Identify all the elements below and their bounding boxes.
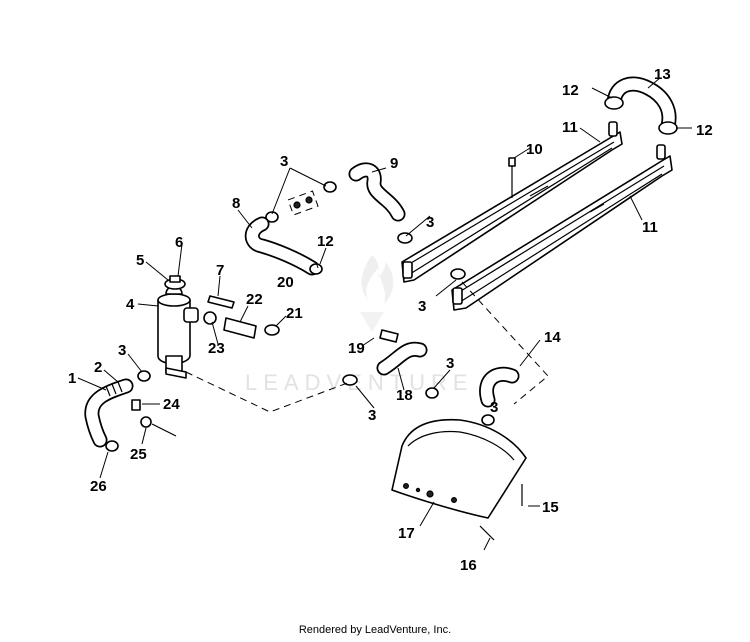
tube-7 [207, 295, 235, 309]
callout-9: 9 [390, 155, 398, 172]
callout-26: 26 [90, 478, 107, 495]
callout-19: 19 [348, 340, 365, 357]
muffler-17 [391, 418, 527, 519]
clamp-3-a [397, 232, 413, 244]
hose-8 [244, 216, 320, 276]
tube-22 [223, 317, 257, 339]
callout-3-e: 3 [446, 355, 454, 372]
callout-16: 16 [460, 557, 477, 574]
callout-21: 21 [286, 305, 303, 322]
footer-credit: Rendered by LeadVenture, Inc. [298, 624, 452, 636]
callout-4: 4 [126, 296, 135, 313]
leader-lines [77, 77, 692, 551]
hose-9 [348, 162, 406, 222]
callout-3-d: 3 [418, 298, 426, 315]
callout-10: 10 [526, 141, 543, 158]
callout-23: 23 [208, 340, 225, 357]
bolt-10 [508, 157, 516, 198]
callout-3-f: 3 [368, 407, 376, 424]
callout-15: 15 [542, 499, 559, 516]
callout-25: 25 [130, 446, 147, 463]
clamp-26 [105, 440, 119, 452]
callout-11-a: 11 [562, 119, 578, 136]
callout-13: 13 [654, 66, 671, 83]
connector-dashed [287, 190, 319, 216]
callout-18: 18 [396, 387, 413, 404]
frame-rail-left [401, 121, 623, 283]
clamp-3-f [342, 374, 358, 386]
air-filter-housing-4 [157, 285, 199, 373]
clamp-3-b [450, 268, 466, 280]
callout-12-b: 12 [696, 122, 713, 139]
frame-rail-right [451, 144, 673, 311]
callout-20: 20 [277, 274, 294, 291]
callout-12-a: 12 [562, 82, 579, 99]
hose-14 [479, 366, 520, 408]
callout-5: 5 [136, 252, 144, 269]
fitting-24 [131, 399, 141, 411]
callout-12-c: 12 [317, 233, 334, 250]
callout-3-c: 3 [426, 214, 434, 231]
callout-1: 1 [68, 370, 76, 387]
clamp-23 [203, 311, 217, 325]
clamp-21 [264, 324, 280, 336]
callout-14: 14 [544, 329, 561, 346]
callout-6: 6 [175, 234, 183, 251]
callout-3-g: 3 [490, 399, 498, 416]
hose-18 [376, 341, 428, 376]
washer-25 [140, 416, 152, 428]
clamp-3-d [265, 211, 279, 223]
outlet-pipe [165, 367, 187, 379]
callout-3-a: 3 [118, 342, 126, 359]
watermark-logo [360, 255, 394, 332]
screw-25 [151, 423, 177, 437]
bolt-16 [479, 525, 495, 541]
callout-22: 22 [246, 291, 263, 308]
callout-3-b: 3 [280, 153, 288, 170]
clamp-3-e [137, 370, 151, 382]
callout-2: 2 [94, 359, 102, 376]
clamp-3-g [425, 387, 439, 399]
callout-24: 24 [163, 396, 180, 413]
cap-6 [169, 275, 181, 283]
hose-1 [84, 378, 134, 448]
clamp-3-c [323, 181, 337, 193]
callout-7: 7 [216, 262, 224, 279]
route-line-b [461, 281, 549, 405]
route-line-a [185, 371, 351, 413]
clamp-19 [379, 329, 399, 343]
clamp-20 [309, 263, 323, 275]
clamp-3-h [481, 414, 495, 426]
callout-8: 8 [232, 195, 240, 212]
callout-17: 17 [398, 525, 415, 542]
callout-11-b: 11 [642, 219, 658, 236]
